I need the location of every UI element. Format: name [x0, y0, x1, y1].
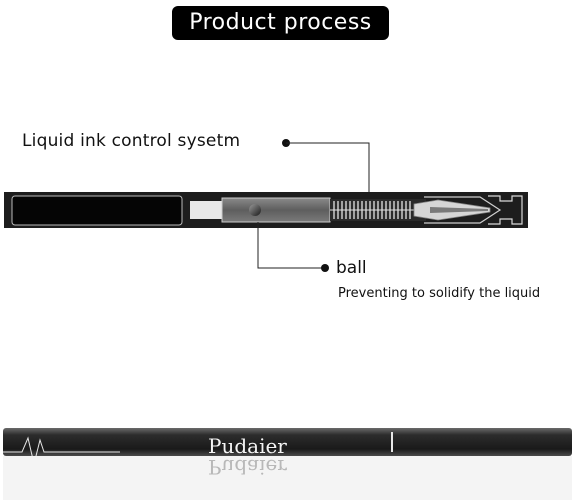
finished-pen: Pudaier Pudaier: [3, 428, 572, 500]
ball-dot: [321, 264, 329, 272]
nib-tip: [430, 207, 488, 213]
ink-control-label: Liquid ink control sysetm: [22, 131, 241, 151]
pen-body: [3, 428, 572, 456]
cap-end: [488, 195, 523, 225]
pen-reflection: [3, 456, 572, 500]
mixing-ball: [249, 204, 261, 216]
ball-label: ball: [336, 258, 367, 278]
ball-line: [257, 222, 323, 269]
ink-control-line: [286, 142, 370, 194]
ink-reservoir: [11, 195, 183, 226]
ball-leader: [257, 222, 329, 272]
pen-brand-text: Pudaier: [208, 434, 287, 458]
ball-description: Preventing to solidify the liquid: [338, 286, 541, 301]
pen-cross-section: [4, 192, 528, 228]
pen-brand-reflection: Pudaier: [208, 455, 287, 479]
title-banner: Product process: [172, 6, 389, 40]
title-text: Product process: [189, 10, 372, 35]
cap-tip-outline: [424, 196, 502, 224]
ink-chamber: [221, 197, 331, 223]
ink-control-leader: [282, 139, 370, 194]
feed-tube: [190, 201, 222, 219]
